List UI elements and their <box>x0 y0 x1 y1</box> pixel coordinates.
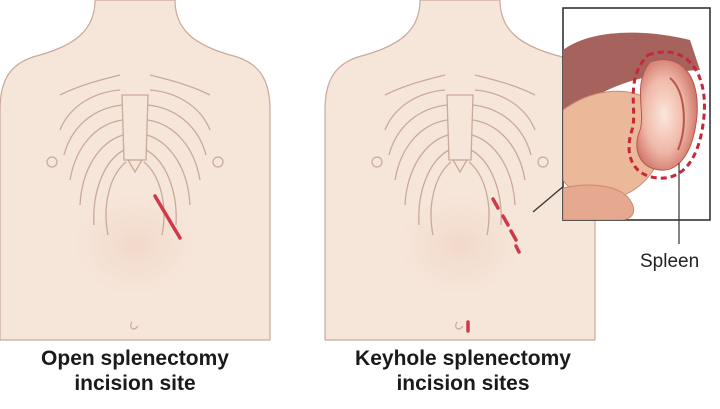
torso-open <box>0 0 270 340</box>
caption-line: incision site <box>0 371 270 396</box>
spleen-label: Spleen <box>640 251 699 273</box>
belly-shadow <box>375 175 545 315</box>
caption-line: Open splenectomy <box>0 346 270 371</box>
caption-keyhole-splenectomy: Keyhole splenectomy incision sites <box>318 346 608 396</box>
torso-keyhole <box>325 0 595 340</box>
caption-line: Keyhole splenectomy <box>318 346 608 371</box>
caption-open-splenectomy: Open splenectomy incision site <box>0 346 270 396</box>
spleen-inset <box>563 8 710 244</box>
caption-line: incision sites <box>318 371 608 396</box>
belly-shadow <box>50 175 220 315</box>
